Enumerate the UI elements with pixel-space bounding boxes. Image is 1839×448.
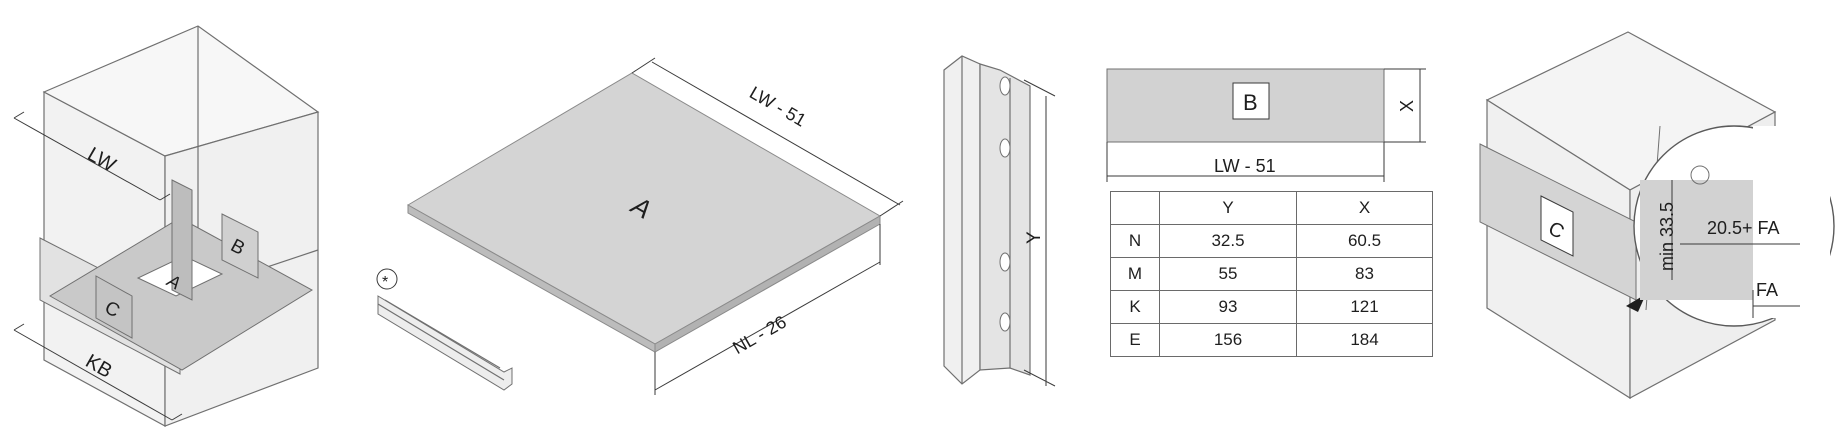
table-row: E 156 184 bbox=[1110, 323, 1433, 357]
detail-magnifier bbox=[1626, 125, 1835, 327]
detail-offset-label: 20.5+ FA bbox=[1707, 218, 1780, 238]
table-row: K 93 121 bbox=[1110, 290, 1433, 324]
panel-b-width-label: LW - 51 bbox=[1214, 156, 1276, 176]
table-cell: 121 bbox=[1296, 290, 1433, 324]
table-header-cell: Y bbox=[1159, 191, 1297, 225]
table-cell: 60.5 bbox=[1296, 224, 1433, 258]
table-row: N 32.5 60.5 bbox=[1110, 224, 1433, 258]
rail-height-label: Y bbox=[1024, 231, 1045, 244]
board-depth-label: NL - 26 bbox=[729, 312, 790, 359]
detail-min-label: min 33.5 bbox=[1657, 202, 1677, 271]
accessory-rail-drawing bbox=[376, 268, 513, 391]
panel-b-part-label: B bbox=[1243, 90, 1258, 115]
table-cell: N bbox=[1110, 224, 1160, 258]
table-header-cell bbox=[1110, 191, 1160, 225]
table-cell: K bbox=[1110, 290, 1160, 324]
panel-b-height-label: X bbox=[1397, 100, 1417, 112]
table-row: M 55 83 bbox=[1110, 257, 1433, 291]
cabinet-drawing bbox=[13, 25, 320, 428]
table-cell: 156 bbox=[1159, 323, 1297, 357]
panel-b-drawing bbox=[1106, 68, 1426, 182]
side-rail-drawing bbox=[943, 55, 1056, 387]
table-cell: 83 bbox=[1296, 257, 1433, 291]
table-cell: 93 bbox=[1159, 290, 1297, 324]
table-cell: 184 bbox=[1296, 323, 1433, 357]
table-cell: E bbox=[1110, 323, 1160, 357]
table-cell: M bbox=[1110, 257, 1160, 291]
board-drawing bbox=[406, 57, 904, 395]
board-width-label: LW - 51 bbox=[746, 82, 809, 130]
table-cell: 32.5 bbox=[1159, 224, 1297, 258]
accessory-marker-label: * bbox=[382, 274, 388, 291]
table-cell: 55 bbox=[1159, 257, 1297, 291]
detail-fa-label: FA bbox=[1756, 280, 1778, 300]
table-header-cell: X bbox=[1296, 191, 1433, 225]
dimension-table: Y X N 32.5 60.5 M 55 83 K 93 121 E 156 1… bbox=[1110, 191, 1433, 357]
table-header-row: Y X bbox=[1110, 191, 1433, 225]
